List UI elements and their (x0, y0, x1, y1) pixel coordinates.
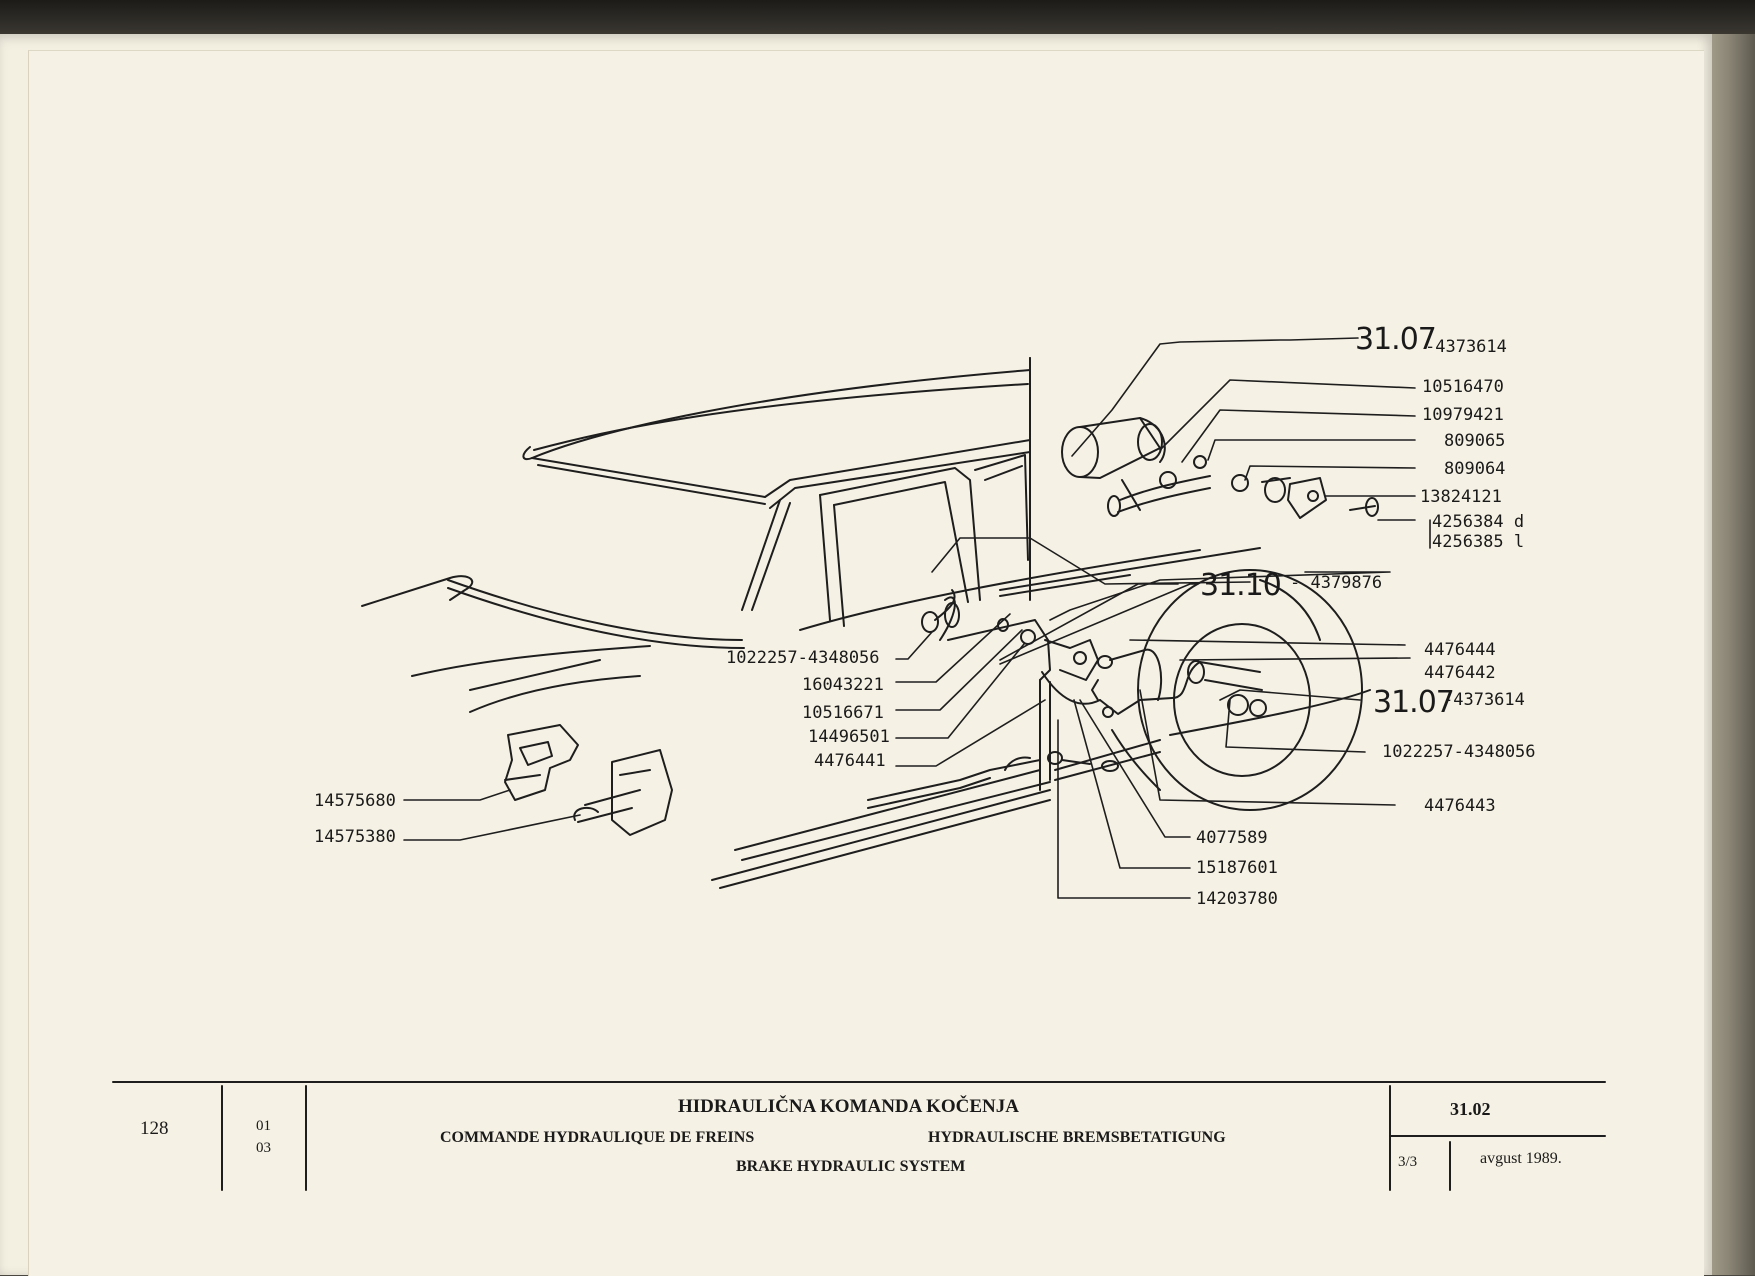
part-1022257-right: 1022257-4348056 (1382, 742, 1536, 762)
part-4379876: - 4379876 (1290, 573, 1382, 593)
part-4373614-top: -4373614 (1425, 337, 1507, 357)
part-15187601: 15187601 (1196, 858, 1278, 878)
part-14496501: 14496501 (808, 727, 890, 747)
part-1022257-left: 1022257-4348056 (726, 648, 880, 668)
rear-brake-drum (1137, 569, 1363, 811)
page-sheet (28, 50, 1704, 1276)
part-4256385: 4256385 l (1432, 532, 1524, 552)
part-10516671: 10516671 (802, 703, 884, 723)
callout-labels: 31.07 -4373614 10516470 10979421 809065 … (314, 322, 1536, 909)
brake-lines (867, 589, 1267, 809)
part-4476442: 4476442 (1424, 663, 1496, 683)
part-13824121: 13824121 (1420, 487, 1502, 507)
master-cylinder-assembly (1061, 417, 1379, 519)
part-10516470: 10516470 (1422, 377, 1504, 397)
brake-line-clips (504, 724, 673, 836)
part-14575680: 14575680 (314, 791, 396, 811)
part-14203780: 14203780 (1196, 889, 1278, 909)
part-809065: 809065 (1444, 431, 1505, 451)
part-4256384: 4256384 d (1432, 512, 1524, 532)
part-16043221: 16043221 (802, 675, 884, 695)
ref-31-07-top: 31.07 (1355, 322, 1436, 357)
scan-background-top (0, 0, 1755, 34)
part-4077589: 4077589 (1196, 828, 1268, 848)
part-809064: 809064 (1444, 459, 1505, 479)
catalog-page (0, 34, 1712, 1276)
part-4476443: 4476443 (1424, 796, 1496, 816)
part-14575380: 14575380 (314, 827, 396, 847)
part-10979421: 10979421 (1422, 405, 1504, 425)
car-body-outline (361, 357, 1371, 889)
title-block-rules (112, 1081, 1606, 1191)
leader-lines (403, 337, 1431, 899)
part-4476441: 4476441 (814, 751, 886, 771)
ref-31-07-right: 31.07 (1373, 685, 1454, 720)
part-4373614-right: -4373614 (1443, 690, 1525, 710)
part-4476444: 4476444 (1424, 640, 1496, 660)
ref-31-10: 31.10 (1200, 568, 1281, 603)
